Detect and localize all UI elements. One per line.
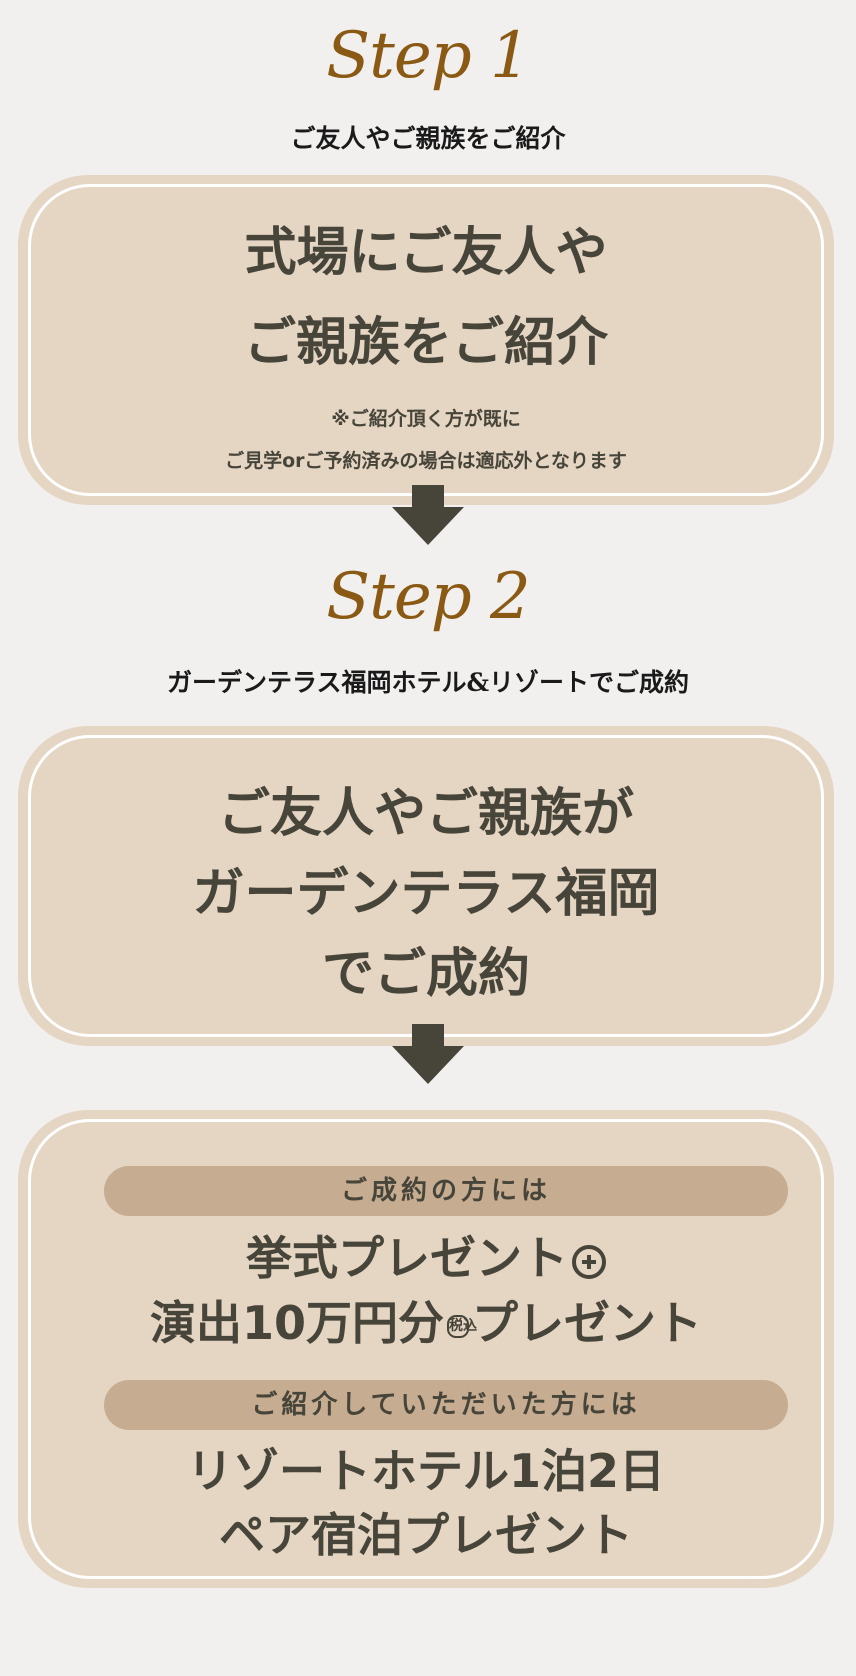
step2-card-line2: ガーデンテラス福岡 [192,864,660,924]
step1-note-line2: ご見学orご予約済みの場合は適応外となります [225,450,627,472]
step1-card: 式場にご友人や ご親族をご紹介 ※ご紹介頂く方が既に ご見学orご予約済みの場合… [18,175,834,505]
pill-contract: ご成約の方には [104,1166,788,1216]
gift1-line2-post: プレゼント [472,1296,702,1350]
gift1-line2-pre: 演出10万円分 [149,1296,444,1350]
step2-card-line3: でご成約 [321,944,530,1004]
step2-subtitle: ガーデンテラス福岡ホテル&リゾートでご成約 [166,668,690,697]
pill-referrer: ご紹介していただいた方には [104,1380,788,1430]
gift1-line1: 挙式プレゼント [18,1235,834,1281]
tax-included-mark: 税込 [447,1315,477,1338]
gift2-line1: リゾートホテル1泊2日 [186,1444,665,1498]
gift2-line2: ペア宿泊プレゼント [219,1508,633,1562]
gift1-line2: 演出10万円分税込プレゼント [18,1300,834,1346]
plus-circle-icon [572,1244,606,1279]
gift1-line1-text: 挙式プレゼント [246,1231,568,1285]
arrow-down-icon [392,1024,464,1084]
reward-card-border [28,1119,824,1579]
arrow-down-icon [392,485,464,545]
step1-subtitle: ご友人やご親族をご紹介 [290,124,566,153]
step1-card-line2: ご親族をご紹介 [243,313,608,373]
step2-card: ご友人やご親族が ガーデンテラス福岡 でご成約 [18,726,834,1046]
step1-card-line1: 式場にご友人や [244,223,608,283]
step2-card-line1: ご友人やご親族が [217,784,634,844]
step1-title: Step 1 [326,19,530,93]
step2-title: Step 2 [326,560,530,634]
step1-note-line1: ※ご紹介頂く方が既に [331,408,521,430]
reward-card: ご成約の方には 挙式プレゼント 演出10万円分税込プレゼント ご紹介していただい… [18,1110,834,1588]
